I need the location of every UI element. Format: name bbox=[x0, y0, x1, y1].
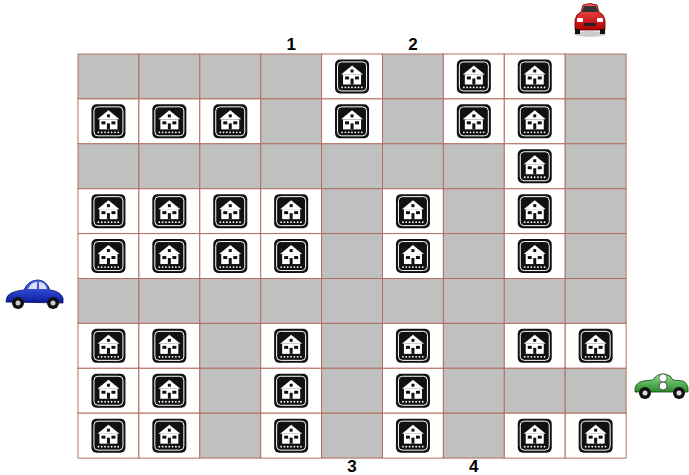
house-block bbox=[322, 99, 383, 144]
road-cell bbox=[200, 323, 261, 368]
house-block bbox=[261, 323, 322, 368]
house-block bbox=[78, 368, 139, 413]
road-cell bbox=[200, 279, 261, 324]
house-block bbox=[200, 99, 261, 144]
house-block bbox=[78, 99, 139, 144]
street-number: 3 bbox=[347, 458, 356, 475]
house-block bbox=[78, 323, 139, 368]
house-block bbox=[443, 54, 504, 99]
house-block bbox=[383, 189, 444, 234]
house-block bbox=[383, 323, 444, 368]
road-cell bbox=[78, 144, 139, 189]
house-block bbox=[139, 99, 200, 144]
house-block bbox=[261, 189, 322, 234]
house-block bbox=[504, 413, 565, 458]
house-block bbox=[200, 234, 261, 279]
street-number: 2 bbox=[408, 36, 417, 53]
road-cell bbox=[322, 413, 383, 458]
house-block bbox=[565, 323, 626, 368]
road-cell bbox=[383, 144, 444, 189]
road-cell bbox=[200, 54, 261, 99]
house-block bbox=[504, 189, 565, 234]
house-block bbox=[504, 54, 565, 99]
house-block bbox=[443, 99, 504, 144]
road-cell bbox=[383, 54, 444, 99]
house-block bbox=[504, 144, 565, 189]
road-cell bbox=[200, 144, 261, 189]
house-block bbox=[261, 234, 322, 279]
house-block bbox=[383, 234, 444, 279]
house-block bbox=[504, 234, 565, 279]
road-cell bbox=[322, 368, 383, 413]
house-block bbox=[78, 234, 139, 279]
house-block bbox=[261, 368, 322, 413]
road-cell bbox=[565, 189, 626, 234]
house-block bbox=[139, 413, 200, 458]
road-cell bbox=[261, 99, 322, 144]
house-block bbox=[78, 189, 139, 234]
road-cell bbox=[200, 413, 261, 458]
road-cell bbox=[261, 144, 322, 189]
road-cell bbox=[565, 368, 626, 413]
road-cell bbox=[443, 189, 504, 234]
road-cell bbox=[322, 234, 383, 279]
road-cell bbox=[322, 189, 383, 234]
house-block bbox=[139, 368, 200, 413]
house-block bbox=[322, 54, 383, 99]
house-block bbox=[139, 323, 200, 368]
blue-car bbox=[6, 280, 63, 309]
road-cell bbox=[322, 323, 383, 368]
road-cell bbox=[322, 279, 383, 324]
road-cell bbox=[443, 144, 504, 189]
house-block bbox=[139, 234, 200, 279]
road-cell bbox=[261, 279, 322, 324]
road-cell bbox=[139, 144, 200, 189]
street-number: 1 bbox=[286, 36, 295, 53]
house-block bbox=[383, 368, 444, 413]
road-cell bbox=[261, 54, 322, 99]
red-car bbox=[574, 4, 606, 38]
house-block bbox=[78, 413, 139, 458]
road-cell bbox=[504, 368, 565, 413]
road-cell bbox=[139, 279, 200, 324]
road-cell bbox=[565, 99, 626, 144]
road-cell bbox=[443, 368, 504, 413]
house-block bbox=[139, 189, 200, 234]
house-block bbox=[383, 413, 444, 458]
road-cell bbox=[565, 279, 626, 324]
road-cell bbox=[78, 279, 139, 324]
house-block bbox=[261, 413, 322, 458]
street-number: 4 bbox=[469, 458, 478, 475]
house-block bbox=[200, 189, 261, 234]
road-cell bbox=[443, 279, 504, 324]
road-cell bbox=[443, 413, 504, 458]
road-cell bbox=[565, 144, 626, 189]
road-cell bbox=[565, 234, 626, 279]
road-cell bbox=[443, 234, 504, 279]
road-cell bbox=[200, 368, 261, 413]
road-cell bbox=[322, 144, 383, 189]
road-cell bbox=[78, 54, 139, 99]
road-cell bbox=[443, 323, 504, 368]
road-cell bbox=[139, 54, 200, 99]
green-car bbox=[635, 374, 688, 399]
house-block bbox=[504, 323, 565, 368]
house-block bbox=[504, 99, 565, 144]
road-cell bbox=[383, 99, 444, 144]
road-cell bbox=[565, 54, 626, 99]
road-cell bbox=[383, 279, 444, 324]
road-cell bbox=[504, 279, 565, 324]
house-block bbox=[565, 413, 626, 458]
